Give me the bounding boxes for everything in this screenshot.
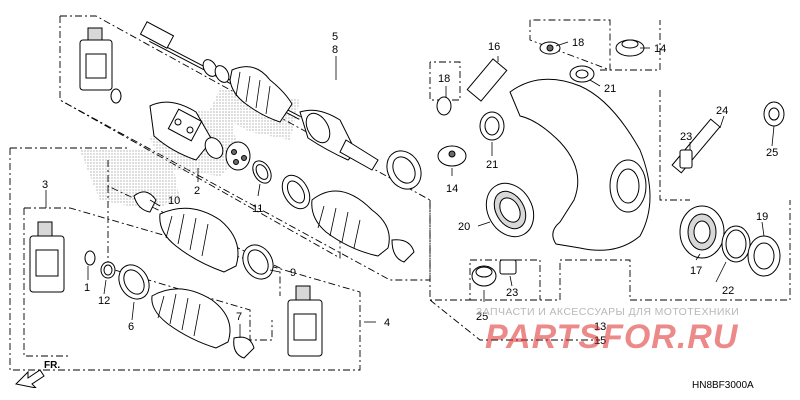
leader-lines	[45, 41, 775, 338]
callout-15: 15	[594, 335, 606, 347]
callout-11: 11	[252, 203, 263, 215]
grease-bottles	[29, 27, 323, 357]
callout-13: 13	[594, 321, 606, 333]
callout-6: 6	[128, 321, 134, 333]
callout-21-left: 21	[486, 159, 498, 171]
callout-14-top: 14	[654, 43, 666, 55]
callout-4: 4	[384, 317, 390, 329]
boot-lower-set	[84, 191, 274, 359]
inner-joint	[110, 88, 272, 184]
callout-24: 24	[716, 105, 728, 117]
callout-16: 16	[488, 41, 500, 53]
callout-1: 1	[84, 282, 90, 294]
callout-25-right: 25	[766, 147, 778, 159]
callout-14-left: 14	[446, 183, 458, 195]
watermark-brand: PARTSFOR.RU	[485, 318, 739, 356]
callout-2: 2	[194, 185, 200, 197]
callout-7: 7	[236, 311, 242, 323]
driveshaft-upper	[139, 21, 379, 171]
callout-22: 22	[722, 285, 734, 297]
callout-20: 20	[458, 221, 470, 233]
callout-8: 8	[332, 44, 338, 56]
watermark-tagline: ЗАПЧАСТИ И АКСЕССУАРЫ ДЛЯ МОТОТЕХНИКИ	[476, 306, 740, 318]
callout-21-right: 21	[604, 83, 616, 95]
final-drive-assembly	[436, 39, 785, 287]
callout-18-top: 18	[572, 37, 584, 49]
boot-upper-and-bands	[281, 150, 422, 263]
arrow-left-icon	[14, 369, 45, 388]
callout-9: 9	[290, 267, 296, 279]
callout-labels: 5 8 2 11 3 10 9 1 12 6 7 4 16 18 14 18 2…	[42, 31, 778, 347]
callout-5: 5	[332, 31, 338, 43]
diagram-code: HN8BF3000A	[692, 380, 754, 391]
direction-label: FR.	[44, 360, 60, 371]
callout-3: 3	[42, 179, 48, 191]
callout-12: 12	[98, 295, 110, 307]
front-direction-arrow: FR.	[14, 360, 60, 388]
callout-10: 10	[168, 195, 180, 207]
callout-23-right: 23	[680, 131, 692, 143]
callout-18-left: 18	[438, 73, 450, 85]
callout-25-left: 25	[476, 311, 488, 323]
callout-17: 17	[690, 265, 702, 277]
callout-23-left: 23	[506, 287, 518, 299]
callout-19: 19	[756, 211, 768, 223]
